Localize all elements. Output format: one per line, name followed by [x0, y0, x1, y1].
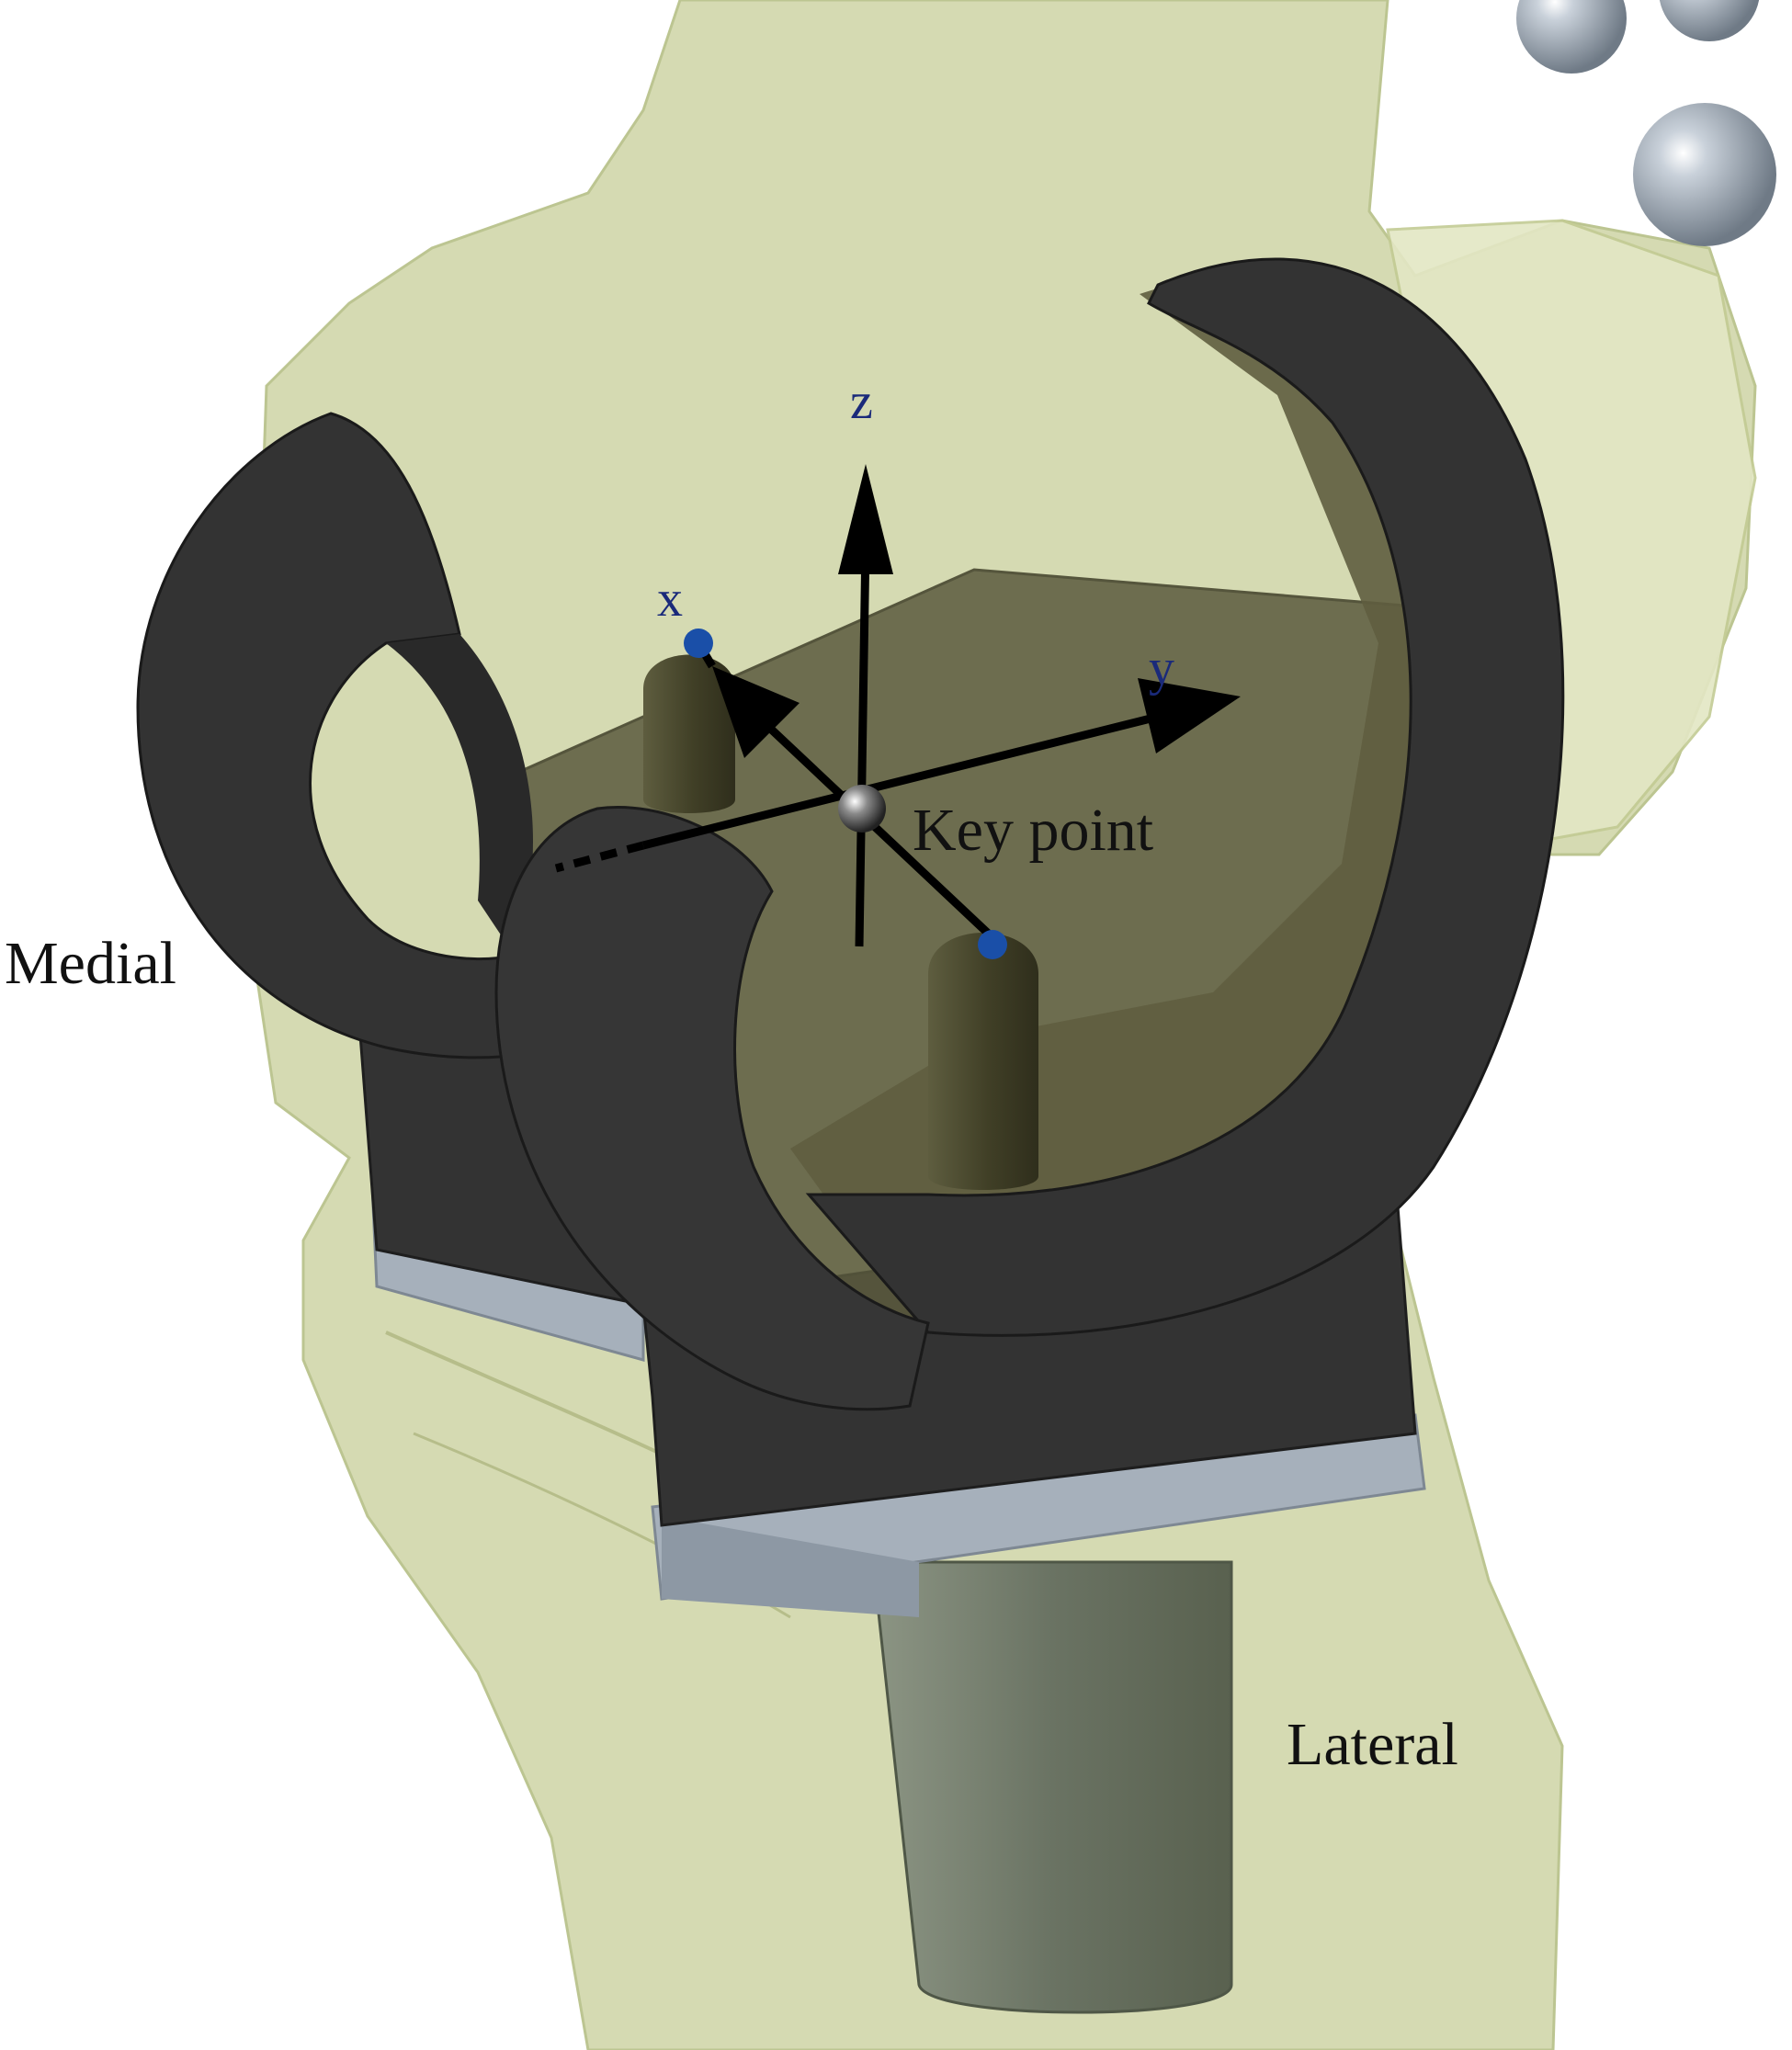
x-axis-arrowhead	[712, 666, 800, 758]
key-point-marker	[838, 785, 886, 832]
y-axis-dashed	[554, 841, 645, 873]
x-axis-line	[759, 718, 1001, 946]
sphere-1	[1516, 0, 1627, 74]
x-axis-endpoint-marker	[684, 629, 713, 658]
sphere-3	[1633, 103, 1776, 246]
sphere-2	[1659, 0, 1760, 41]
coordinate-axes	[554, 464, 1241, 959]
z-axis-line	[855, 541, 870, 947]
peg-medial	[643, 654, 735, 813]
y-axis-arrowhead	[1138, 678, 1241, 753]
medial-label: Medial	[5, 930, 176, 997]
lateral-condyle	[805, 257, 1565, 1337]
z-axis-label: z	[850, 373, 873, 430]
y-axis-label: y	[1149, 640, 1174, 697]
marker-spheres	[1516, 0, 1776, 246]
tibial-stem	[871, 1560, 1233, 2014]
x-axis-label: x	[657, 571, 683, 628]
fixation-pegs	[643, 654, 1038, 1190]
x-axis-origin-marker	[978, 930, 1007, 959]
intercondylar-shell	[494, 806, 930, 1411]
key-point-label: Key point	[913, 797, 1153, 864]
z-axis-arrowhead	[838, 464, 893, 574]
lateral-label: Lateral	[1287, 1711, 1458, 1778]
peg-lateral	[928, 933, 1038, 1190]
y-axis-line	[641, 712, 1160, 850]
